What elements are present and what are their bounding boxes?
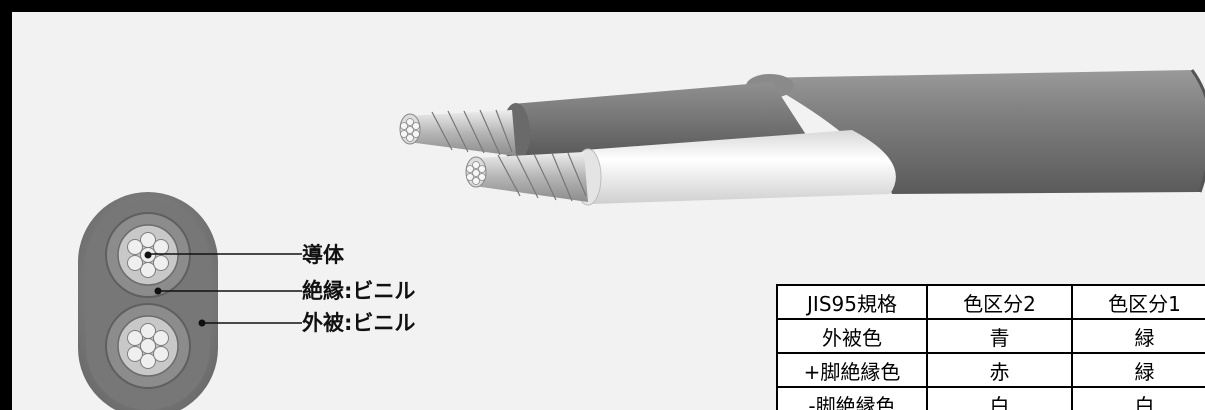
table-header-cell: JIS95規格 [776,284,928,320]
table-cell: 青 [926,318,1073,354]
color-spec-table: JIS95規格 色区分2 色区分1 外被色 青 緑 +脚絶縁色 赤 緑 -脚絶縁… [776,284,1205,410]
cable-illustration [78,69,1205,410]
sheath-label: 外被:ビニル [302,311,416,335]
cable-cross-section [78,192,218,410]
table-cell: 外被色 [776,318,928,354]
table-cell: -脚絶縁色 [776,386,928,410]
lower-conductor-strands [465,152,588,202]
table-cell: 緑 [1071,318,1205,354]
table-header-cell: 色区分2 [926,284,1073,320]
table-row: 外被色 青 緑 [776,318,1205,354]
table-header-cell: 色区分1 [1071,284,1205,320]
conductor-label: 導体 [302,243,344,267]
table-cell: +脚絶縁色 [776,352,928,388]
table-cell: 白 [926,386,1073,410]
table-header-row: JIS95規格 色区分2 色区分1 [776,284,1205,320]
table-row: -脚絶縁色 白 白 [776,386,1205,410]
table-cell: 緑 [1071,352,1205,388]
table-row: +脚絶縁色 赤 緑 [776,352,1205,388]
insulation-label: 絶縁:ビニル [302,279,416,303]
upper-conductor-strands [399,109,516,156]
table-cell: 赤 [926,352,1073,388]
table-cell: 白 [1071,386,1205,410]
leader-lines [151,253,302,324]
